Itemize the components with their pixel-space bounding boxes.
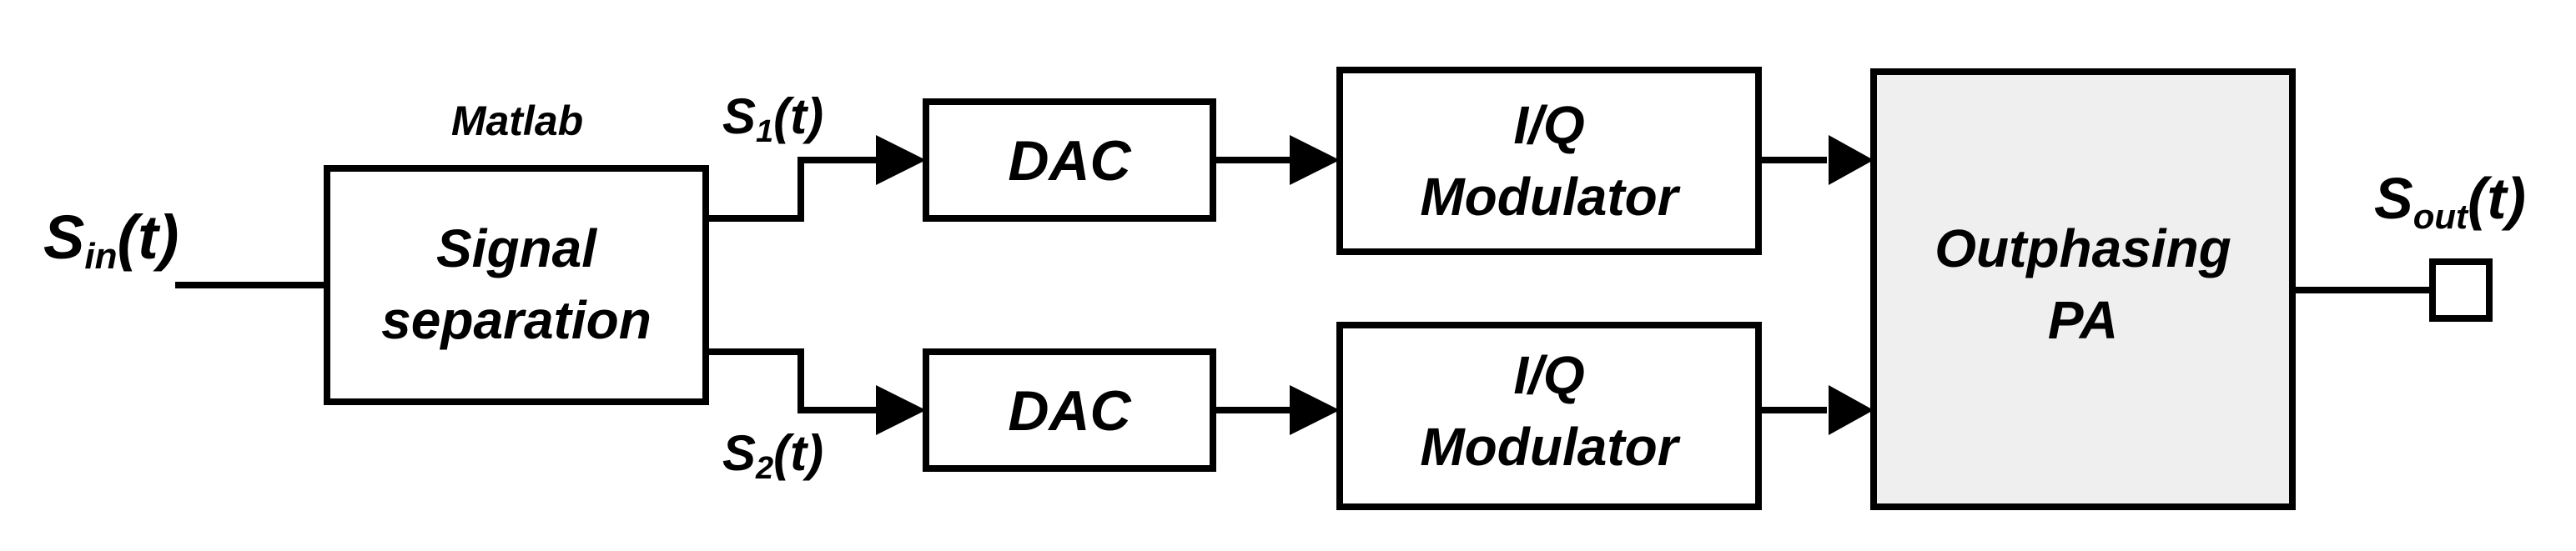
arrow-head <box>1829 135 1874 185</box>
arrow-head <box>1290 385 1340 435</box>
outphasing-pa-label-line1: Outphasing <box>1935 218 2231 278</box>
arrow-head <box>1290 135 1340 185</box>
iq-modulator-top-block <box>1336 67 1762 255</box>
output-port-square <box>2429 258 2493 322</box>
arrowheads <box>876 135 1874 435</box>
iq-bottom-label-line1: I/Q <box>1513 345 1584 405</box>
iq-top-label-line1: I/Q <box>1513 95 1584 155</box>
arrow-head <box>1829 385 1874 435</box>
output-signal-label: Sout(t) <box>2374 166 2526 236</box>
wires <box>175 157 2433 413</box>
arrow-head <box>876 385 926 435</box>
signal-separation-block <box>324 165 709 405</box>
signal-separation-label-line1: Signal <box>436 218 597 278</box>
iq-bottom-label-line2: Modulator <box>1420 417 1680 477</box>
dac-bottom-label: DAC <box>1008 379 1131 443</box>
dac-top-block <box>923 98 1216 222</box>
input-signal-label: Sin(t) <box>43 203 179 277</box>
s2-wire <box>706 348 884 413</box>
iq-top-label-line2: Modulator <box>1420 167 1680 227</box>
signal-separation-label-line2: separation <box>381 290 652 350</box>
iq-modulator-bottom-block <box>1336 322 1762 510</box>
s1-wire <box>706 157 884 222</box>
s2-label: S2(t) <box>722 425 823 486</box>
matlab-label: Matlab <box>451 98 583 144</box>
s1-label: S1(t) <box>722 88 823 149</box>
dac-top-label: DAC <box>1008 129 1131 193</box>
dac-bottom-block <box>923 348 1216 472</box>
outphasing-pa-label-line2: PA <box>2048 290 2118 350</box>
outphasing-pa-block <box>1870 68 2296 510</box>
arrow-head <box>876 135 926 185</box>
